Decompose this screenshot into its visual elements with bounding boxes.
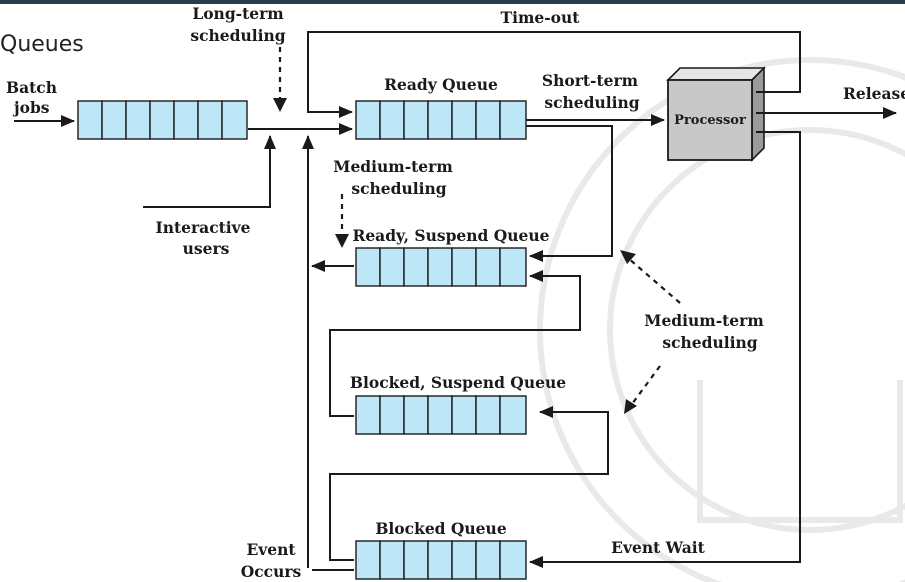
ready-queue-label: Ready Queue	[384, 75, 498, 94]
event-wait-label: Event Wait	[611, 538, 705, 557]
slide-title: Queues	[0, 32, 84, 57]
medium-term-right-label-1: Medium-term	[644, 311, 764, 330]
flow-arrows	[14, 31, 897, 571]
blocked-suspend-queue	[355, 395, 527, 435]
blocked-queue-label: Blocked Queue	[375, 519, 507, 538]
long-term-label-1: Long-term	[192, 4, 284, 23]
long-term-label-2: scheduling	[190, 26, 285, 45]
batch-queue	[77, 100, 248, 140]
ready-suspend-queue	[355, 247, 527, 287]
ready-queue	[355, 100, 527, 140]
header-bar	[0, 0, 905, 4]
batch-jobs-label-1: Batch	[6, 78, 57, 97]
medium-term-right-label-2: scheduling	[662, 333, 757, 352]
release-label: Release	[843, 84, 905, 103]
blocked-suspend-queue-label: Blocked, Suspend Queue	[350, 373, 566, 392]
ready-suspend-queue-label: Ready, Suspend Queue	[352, 226, 549, 245]
short-term-label-1: Short-term	[542, 71, 639, 90]
processor-box	[666, 66, 766, 162]
short-term-label-2: scheduling	[544, 93, 639, 112]
processor-label: Processor	[674, 113, 746, 128]
medium-term-top-label-1: Medium-term	[333, 157, 453, 176]
medium-term-top-label-2: scheduling	[351, 179, 446, 198]
interactive-users-label-1: Interactive	[155, 218, 250, 237]
batch-jobs-label-2: jobs	[12, 98, 50, 117]
blocked-queue	[355, 540, 527, 580]
interactive-users-label-2: users	[183, 239, 230, 258]
event-occurs-label-1: Event	[246, 540, 296, 559]
time-out-label: Time-out	[501, 8, 581, 27]
event-occurs-label-2: Occurs	[241, 562, 302, 581]
